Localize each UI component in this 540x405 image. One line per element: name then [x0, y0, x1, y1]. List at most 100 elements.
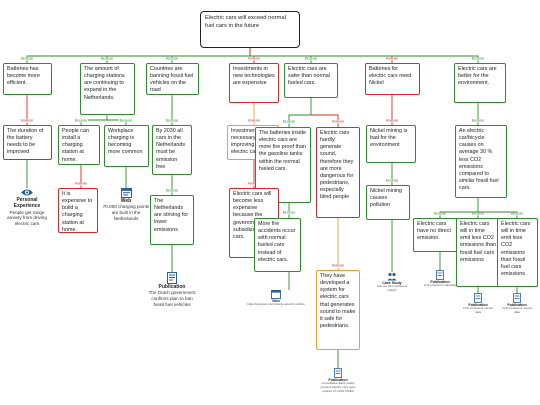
source-title: Web — [120, 198, 132, 204]
source-title: Publication — [158, 284, 186, 290]
source-title: Personal Experience — [13, 197, 41, 210]
source-text: Consultative Earth safety protocol elect… — [320, 381, 356, 393]
connector-tag: However — [19, 118, 35, 123]
connector-tag: Because — [281, 210, 297, 215]
claim-node[interactable]: Electric cars will in time emit less CO2… — [497, 218, 538, 287]
claim-text: Electric cars will become less expensive… — [233, 191, 275, 240]
objection-node[interactable]: Investments in new technologies are expe… — [229, 63, 279, 103]
browser-icon — [120, 188, 132, 198]
claim-text: Countries are banning fossil fuel vehicl… — [150, 66, 194, 94]
source-text: Co2 emissions calculate — [423, 283, 457, 288]
claim-text: They have developed a system for electri… — [320, 273, 356, 329]
claim-node[interactable]: An electric car/bicycle causes on averag… — [455, 125, 507, 198]
source-text: CO2 emissions source data — [462, 306, 494, 315]
claim-node[interactable]: Electric cars are safer than normal fuel… — [284, 63, 338, 98]
objection-node[interactable]: The duration of the battery needs to be … — [3, 125, 52, 160]
claim-node[interactable]: Electric cars are better for the environ… — [454, 63, 506, 103]
source-title: Publication — [507, 303, 527, 307]
source-text: Can we drive without a nickel? — [376, 284, 408, 293]
claim-text: People can install a charging station at… — [62, 128, 89, 163]
source-title: Publication — [328, 378, 348, 382]
claim-text: The Netherlands are striving for lower e… — [154, 198, 189, 233]
connector-tag: Because — [118, 118, 134, 123]
source-text: 70.000 charging points are built in the … — [102, 204, 150, 222]
claim-text: The amount of charging stations are cont… — [84, 66, 125, 101]
claim-node[interactable]: People can install a charging station at… — [58, 125, 100, 165]
connector-tag: However — [330, 119, 346, 124]
connector-tag: However — [384, 118, 400, 123]
rebuttal-node[interactable]: They have developed a system for electri… — [316, 270, 360, 350]
connector-tag: Because — [281, 119, 297, 124]
claim-text: Electric cars are safer than normal fuel… — [288, 66, 330, 87]
source-title: Publication — [430, 280, 450, 284]
document-icon — [513, 293, 521, 303]
claim-text: The batteries inside electric cars are m… — [259, 130, 307, 172]
document-icon — [167, 272, 177, 284]
connector-tag: Because — [470, 118, 486, 123]
claim-text: Electric cars have no direct emission. — [417, 221, 451, 242]
connector-tag: However — [330, 263, 346, 268]
source-publication[interactable]: Publication The Dutch government confirm… — [148, 272, 196, 308]
claim-node[interactable]: Nickel mining is bad for the environment — [366, 125, 416, 163]
claim-node[interactable]: By 2030 all cars in the Netherlands must… — [152, 125, 192, 175]
source-publication[interactable]: Publication Consultative Earth safety pr… — [316, 368, 360, 394]
claim-text: Electric cars hardly generate sound, the… — [320, 130, 354, 201]
claim-node[interactable]: Workplace charging is becoming more comm… — [104, 125, 149, 167]
source-text: People get range anxiety from driving el… — [7, 209, 47, 227]
connector-tag: Because — [509, 211, 525, 216]
objection-node[interactable]: Electric cars hardly generate sound, the… — [316, 127, 360, 218]
eye-icon — [21, 189, 33, 196]
source-case-study[interactable]: Case Study Can we drive without a nickel… — [372, 272, 412, 293]
connector-tag: However — [384, 56, 400, 61]
connector-tag: Because — [164, 56, 180, 61]
claim-text: Electric cars will in time emit less CO2… — [460, 221, 496, 263]
connector-tag: However — [246, 118, 262, 123]
claim-text: It is expensive to build a charging stat… — [62, 191, 93, 233]
connector-tag: However — [73, 181, 89, 186]
source-title: Web — [272, 299, 280, 303]
source-publication[interactable]: Publication Co2 emissions calculate — [421, 270, 459, 288]
document-icon — [474, 293, 482, 303]
claim-node[interactable]: Nickel mining causes pollution — [366, 185, 410, 220]
claim-text: Investments are necessary to keep improv… — [231, 128, 275, 156]
source-web[interactable]: Web https://joinplant.com/charge-electri… — [221, 290, 331, 307]
claim-text: Batteries has become more efficient. — [7, 66, 40, 87]
claim-text: Investments in new technologies are expe… — [233, 66, 275, 87]
connector-tag: Because — [384, 178, 400, 183]
document-icon — [334, 368, 342, 378]
connector-tag: Because — [164, 188, 180, 193]
people-icon — [387, 272, 397, 281]
source-title: Publication — [468, 303, 488, 307]
connector-tag: Because — [303, 56, 319, 61]
claim-node[interactable]: More fire accidents occur with normal fu… — [254, 218, 301, 272]
claim-text: An electric car/bicycle causes on averag… — [459, 128, 499, 191]
source-title: Case Study — [382, 281, 402, 285]
claim-text: Batteries for electric cars need Nickel — [369, 66, 412, 87]
connector-tag: Because — [432, 211, 448, 216]
document-icon — [436, 270, 444, 280]
connector-tag: However — [246, 181, 262, 186]
source-publication[interactable]: Publication CO2 emissions source data — [460, 293, 496, 315]
claim-node[interactable]: The Netherlands are striving for lower e… — [150, 195, 194, 245]
source-personal-experience[interactable]: Personal Experience People get range anx… — [4, 188, 50, 227]
claim-node[interactable]: The amount of charging stations are cont… — [80, 63, 135, 115]
connector-tag: Because — [73, 118, 89, 123]
root-claim[interactable]: Electric cars will exceed normal fuel ca… — [200, 11, 300, 48]
objection-node[interactable]: It is expensive to build a charging stat… — [58, 188, 98, 233]
connector-tag: Because — [164, 118, 180, 123]
claim-node[interactable]: Countries are banning fossil fuel vehicl… — [146, 63, 199, 95]
objection-node[interactable]: Batteries for electric cars need Nickel — [365, 63, 420, 95]
claim-node[interactable]: Electric cars have no direct emission. — [413, 218, 461, 252]
source-web[interactable]: Web 70.000 charging points are built in … — [102, 188, 150, 222]
claim-text: Nickel mining causes pollution — [370, 188, 403, 209]
source-publication[interactable]: Publication CO2 emissions source data — [499, 293, 535, 315]
connector-tag: Because — [99, 56, 115, 61]
claim-node[interactable]: Electric cars will in time emit less CO2… — [456, 218, 500, 287]
claim-text: Nickel mining is bad for the environment — [370, 128, 408, 149]
connector-tag: Because — [470, 56, 486, 61]
connector-tag: Because — [470, 211, 486, 216]
claim-text: By 2030 all cars in the Netherlands must… — [156, 128, 186, 170]
claim-node[interactable]: Batteries has become more efficient. — [3, 63, 52, 95]
root-claim-text: Electric cars will exceed normal fuel ca… — [205, 15, 286, 29]
source-text: CO2 emissions source data — [501, 306, 533, 315]
